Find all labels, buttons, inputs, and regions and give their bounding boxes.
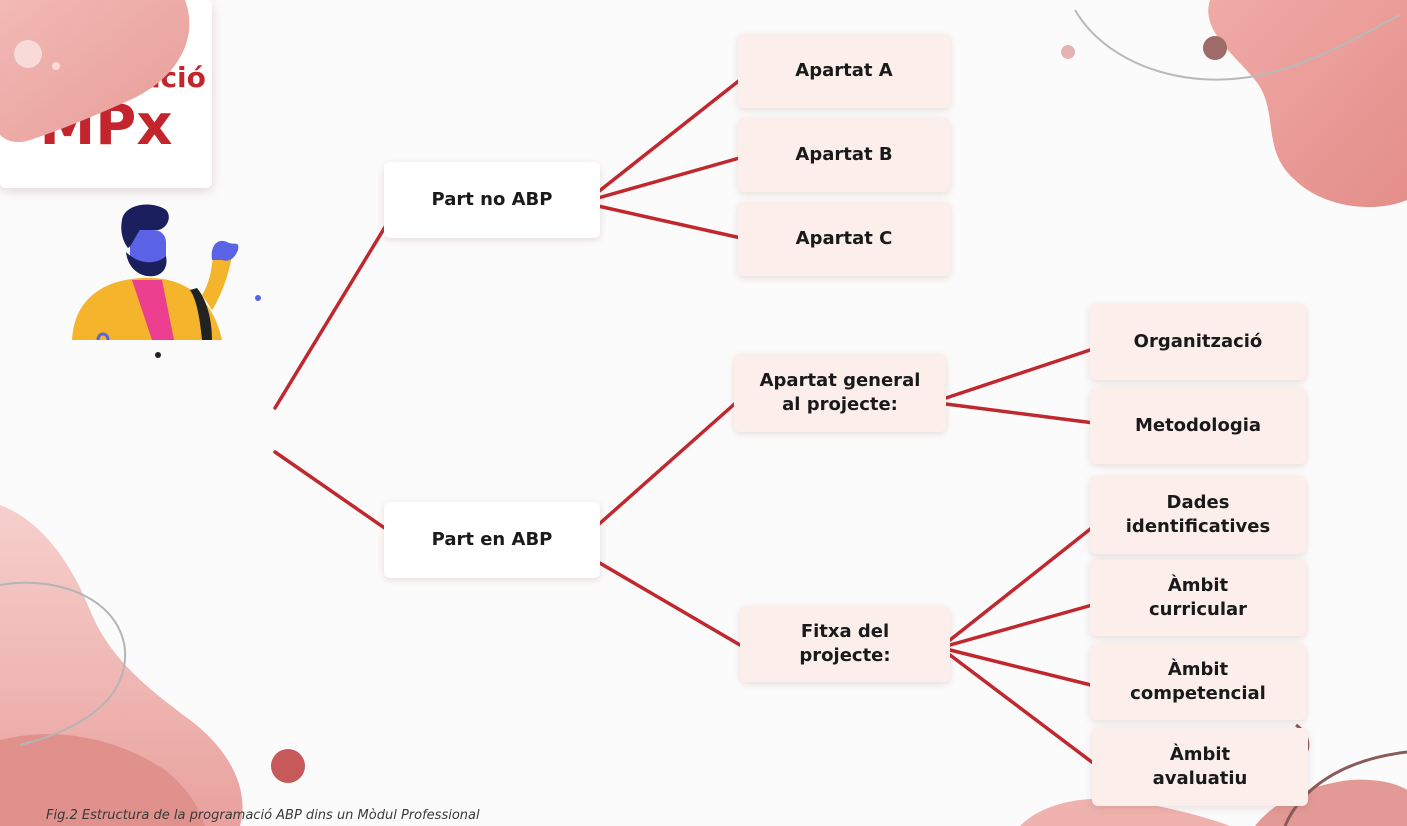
node-ambit-curricular: Àmbit curricular [1090, 560, 1306, 636]
blob-top-left [0, 0, 190, 143]
deco-circle [52, 62, 60, 70]
connector-fitxa-to-dades [948, 517, 1105, 642]
node-label: Apartat B [795, 144, 893, 165]
node-label-line1: Àmbit [1167, 659, 1229, 680]
connector-fitxa-to-competencial [948, 648, 1105, 690]
node-label-line1: Fitxa del [800, 621, 890, 642]
connector-root-to-part-en-abp [273, 450, 401, 540]
node-dades-identificatives: Dades identificatives [1090, 476, 1306, 554]
connector-general-to-metodologia [944, 402, 1104, 426]
node-label-line1: Àmbit [1167, 575, 1229, 596]
root-dot [155, 352, 161, 358]
blob-bottom-left-dark [0, 734, 205, 826]
deco-arc [1074, 9, 1401, 81]
deco-circle [1061, 45, 1075, 59]
node-ambit-competencial: Àmbit competencial [1090, 644, 1306, 720]
node-label: Apartat C [795, 228, 893, 249]
node-apartat-a: Apartat A [738, 34, 950, 108]
person-waving-illustration [72, 204, 261, 341]
blob-top-right [1208, 0, 1407, 208]
node-apartat-c: Apartat C [738, 202, 950, 276]
figure-caption: Fig.2 Estructura de la programació ABP d… [46, 808, 480, 823]
node-label-line1: Dades [1166, 492, 1230, 513]
node-label-line2: identificatives [1125, 516, 1271, 537]
node-fitxa-del-projecte: Fitxa del projecte: [740, 606, 950, 682]
node-label-line2: avaluatiu [1152, 768, 1248, 789]
blob-bottom-right [1020, 798, 1230, 826]
node-label-line2: curricular [1148, 599, 1248, 620]
node-label-line2: competencial [1130, 683, 1266, 704]
node-label: Apartat A [795, 60, 893, 81]
node-label-line1: Àmbit [1169, 744, 1231, 765]
connector-fitxa-to-avaluatiu [948, 653, 1107, 774]
node-label: Metodologia [1134, 415, 1262, 436]
node-part-no-abp: Part no ABP [384, 162, 600, 238]
deco-circle [271, 749, 305, 783]
deco-arc [0, 581, 127, 746]
connector-part-no-abp-to-apartat-b [596, 153, 752, 200]
connector-part-en-abp-to-apartat-general [596, 390, 750, 527]
node-label: Part en ABP [431, 529, 553, 550]
connector-part-no-abp-to-apartat-c [596, 204, 752, 242]
node-label-line2: al projecte: [782, 394, 898, 415]
connector-root-to-part-no-abp [273, 202, 401, 410]
node-apartat-b: Apartat B [738, 118, 950, 192]
connector-part-no-abp-to-apartat-a [596, 70, 752, 194]
node-metodologia: Metodologia [1090, 388, 1306, 464]
connector-general-to-organitzacio [944, 344, 1104, 400]
deco-circle [1203, 36, 1227, 60]
deco-circle [14, 40, 42, 68]
connector-fitxa-to-curricular [948, 600, 1105, 647]
node-label: Organització [1133, 331, 1263, 352]
node-apartat-general: Apartat general al projecte: [734, 354, 946, 432]
connector-part-en-abp-to-fitxa [596, 560, 754, 654]
node-label-line2: projecte: [799, 645, 891, 666]
node-part-en-abp: Part en ABP [384, 502, 600, 578]
node-ambit-avaluatiu: Àmbit avaluatiu [1092, 728, 1308, 806]
node-label-line1: Apartat general [759, 370, 921, 391]
node-label: Part no ABP [431, 189, 553, 210]
blob-bottom-right-2 [1255, 779, 1407, 826]
deco-arc [1283, 750, 1407, 826]
node-organitzacio: Organització [1090, 304, 1306, 380]
